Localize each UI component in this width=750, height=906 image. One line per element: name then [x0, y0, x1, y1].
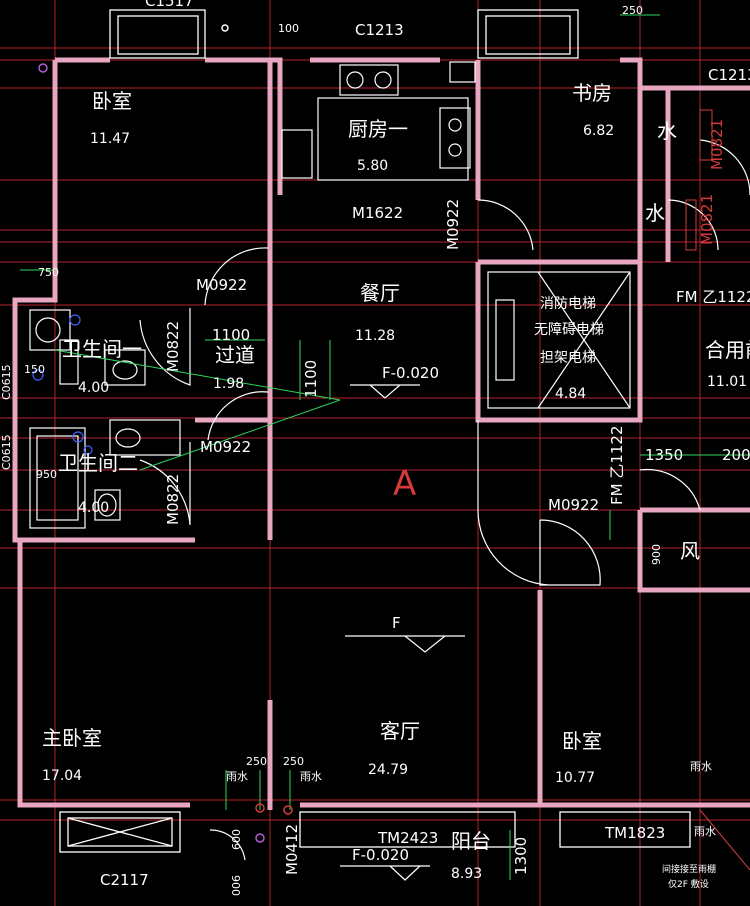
side-label-b: C0615	[0, 434, 13, 470]
door-label-m0922-b: M0922	[196, 276, 247, 294]
door-label-m0412: M0412	[283, 824, 301, 875]
dim-200: 200	[722, 446, 750, 464]
dim-250-c: 250	[283, 755, 304, 768]
door-label-m0821-b: M0821	[698, 194, 716, 245]
room-bedroom-se-name: 卧室	[562, 729, 602, 753]
room-bath-1-name: 卫生间一	[62, 337, 142, 361]
note-line-1: 间接接至雨棚	[662, 863, 716, 875]
room-shared-front-area: 11.01	[707, 374, 747, 390]
door-label-m0922-c: M0922	[200, 438, 251, 456]
door-label-fm1122-b: FM 乙1122	[608, 425, 626, 505]
room-corridor-area: 1.98	[213, 376, 244, 392]
window-label-tm1823: TM1823	[604, 824, 665, 842]
elevation-f-0020-b: F-0.020	[352, 846, 409, 864]
dim-1100-a: 1100	[212, 326, 250, 344]
dim-150: 150	[24, 363, 45, 376]
door-label-m1622: M1622	[352, 204, 403, 222]
door-label-m0822-a: M0822	[164, 321, 182, 372]
room-master-bedroom-name: 主卧室	[42, 726, 102, 750]
room-study-name: 书房	[572, 81, 612, 105]
drain-label-d: 雨水	[694, 825, 716, 838]
walls	[12, 57, 750, 810]
room-bedroom-nw-area: 11.47	[90, 131, 130, 147]
room-bath-2-name: 卫生间二	[58, 451, 138, 475]
drain-label-c: 雨水	[690, 760, 712, 773]
dim-250-b: 250	[246, 755, 267, 768]
door-label-m0822-b: M0822	[164, 474, 182, 525]
window-label-c1213-b: C1213	[708, 66, 750, 84]
room-balcony-name: 阳台	[451, 829, 491, 853]
elevation-markers	[340, 384, 465, 881]
room-balcony-area: 8.93	[451, 866, 482, 882]
marker-circles	[38, 24, 293, 843]
room-wind: 风	[680, 539, 700, 563]
elevation-f: F	[392, 614, 401, 632]
dim-900: 900	[650, 544, 663, 565]
room-water-1: 水	[657, 119, 677, 143]
elevator-area: 4.84	[555, 386, 586, 402]
dimension-lines	[20, 14, 750, 880]
room-living-name: 客厅	[380, 719, 420, 743]
room-bath-2-area: 4.00	[78, 500, 109, 516]
dim-1100-b: 1100	[302, 360, 320, 398]
bathroom-fixtures	[29, 309, 181, 529]
elevator-shaft	[487, 271, 631, 409]
dim-100: 100	[278, 22, 299, 35]
dim-600: 600	[230, 829, 243, 850]
annotation-lines	[685, 109, 750, 871]
drain-label-a: 雨水	[226, 770, 248, 783]
drain-label-b: 雨水	[300, 770, 322, 783]
room-corridor-name: 过道	[215, 343, 255, 367]
window-label-c1517: C1517	[145, 0, 194, 10]
room-bedroom-nw-name: 卧室	[92, 89, 132, 113]
door-label-m0922-d: M0922	[548, 496, 599, 514]
kitchen-fixtures	[281, 61, 476, 181]
door-label-m0922-a: M0922	[444, 199, 462, 250]
dim-1350: 1350	[645, 446, 683, 464]
dim-250-a: 250	[622, 4, 643, 17]
room-shared-front-name: 合用前	[705, 338, 750, 362]
elevator-line-3: 担架电梯	[540, 350, 596, 366]
window-label-c2117: C2117	[100, 871, 149, 889]
windows	[59, 9, 691, 853]
door-swings	[139, 139, 750, 861]
window-label-c1213: C1213	[355, 21, 404, 39]
room-kitchen-area: 5.80	[357, 158, 388, 174]
room-water-2: 水	[645, 201, 665, 225]
elevation-f-0020-a: F-0.020	[382, 364, 439, 382]
dim-1300: 1300	[512, 837, 530, 875]
room-kitchen-name: 厨房一	[348, 117, 408, 141]
elevator-line-1: 消防电梯	[540, 296, 596, 312]
room-study-area: 6.82	[583, 123, 614, 139]
room-dining-name: 餐厅	[360, 281, 400, 305]
dim-006: 006	[230, 875, 243, 896]
room-living-area: 24.79	[368, 762, 408, 778]
room-bedroom-se-area: 10.77	[555, 770, 595, 786]
elevator-line-2: 无障碍电梯	[534, 322, 604, 338]
dim-950: 950	[36, 468, 57, 481]
door-label-m0821-a: M0821	[708, 119, 726, 170]
door-label-fm1122-a: FM 乙1122	[676, 288, 750, 306]
note-line-2: 仅2F 敷设	[668, 878, 709, 890]
dim-750: 750	[38, 266, 59, 279]
room-master-bedroom-area: 17.04	[42, 768, 82, 784]
axis-label-a: A	[393, 464, 416, 504]
room-dining-area: 11.28	[355, 328, 395, 344]
window-label-tm2423: TM2423	[377, 829, 438, 847]
room-bath-1-area: 4.00	[78, 380, 109, 396]
side-label-a: C0615	[0, 364, 13, 400]
